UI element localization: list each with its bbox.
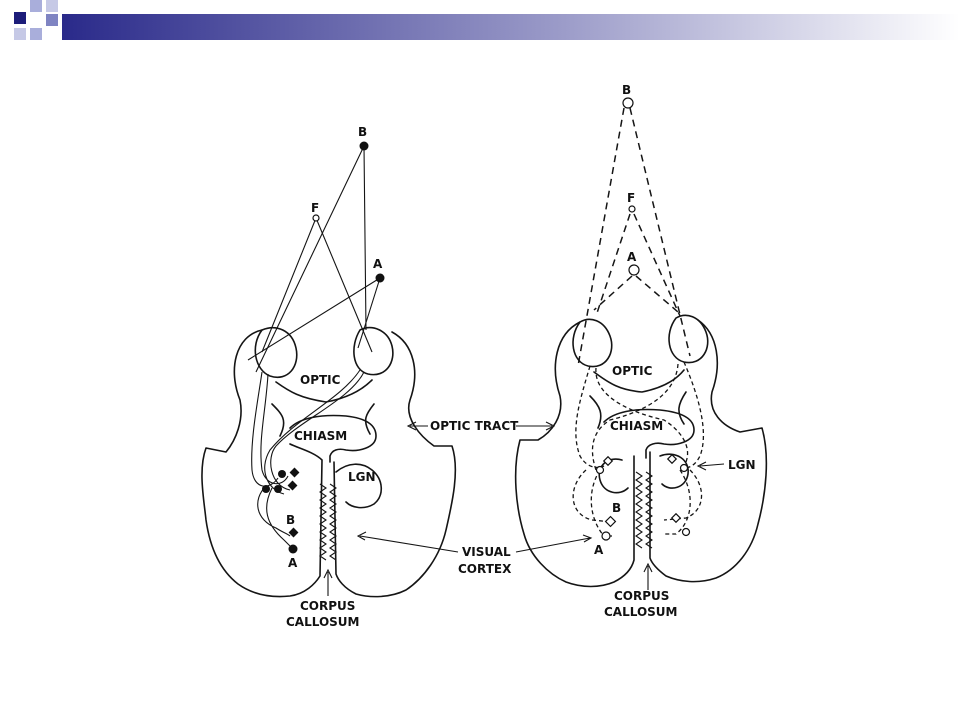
right-point-b-marker — [622, 97, 634, 109]
right-lgn-arrow — [696, 461, 725, 471]
right-lgn-right-structure — [659, 453, 689, 489]
left-ray-f — [261, 217, 373, 353]
right-ray-a — [593, 275, 679, 313]
right-label-optic: OPTIC — [612, 364, 653, 378]
left-cortex-diamond-b — [288, 527, 299, 538]
right-eye-right — [668, 314, 709, 364]
visual-cortex-arrow-right — [515, 534, 593, 553]
left-corpus-callosum-zigzag — [319, 483, 337, 561]
right-point-f-marker — [628, 205, 636, 213]
left-point-f-marker — [312, 214, 320, 222]
right-label-callosum: CALLOSUM — [604, 605, 678, 619]
right-label-point-f: F — [627, 191, 635, 205]
right-label-cortex-a: A — [594, 543, 604, 557]
right-brain-outline-right-hemisphere — [649, 319, 768, 583]
right-label-lgn: LGN — [728, 458, 756, 472]
left-diagram: B F A OPTIC CHIASM LGN B A CORPUS CALLOS… — [201, 125, 457, 629]
right-optic-fibers — [572, 361, 705, 537]
right-chiasm-body — [589, 369, 687, 429]
left-label-cortex-b: B — [286, 513, 295, 527]
right-chiasm-lower — [603, 408, 695, 459]
left-ray-b — [255, 145, 367, 373]
right-label-cortex-b: B — [612, 501, 621, 515]
header-square-dark — [14, 12, 26, 24]
right-cortex-open-diamond-b — [604, 515, 617, 528]
right-corpus-callosum-arrow — [643, 562, 653, 590]
left-label-corpus: CORPUS — [300, 599, 355, 613]
left-optic-fibers — [251, 369, 365, 551]
header-square-light — [14, 28, 26, 40]
left-fiber-dot — [262, 485, 270, 493]
left-lgn-structure — [335, 463, 383, 509]
left-chiasm-lower — [289, 414, 377, 463]
left-fiber-diamond — [287, 480, 298, 491]
left-point-b-marker — [359, 141, 369, 151]
right-fiber-open-dot — [679, 463, 689, 473]
right-brain-outline-left-hemisphere — [514, 321, 635, 588]
left-label-point-a: A — [373, 257, 383, 271]
left-label-chiasm: CHIASM — [294, 429, 347, 443]
right-diagram: B F A OPTIC CHIASM LGN B A CORPUS CALLOS… — [514, 83, 768, 619]
right-point-a-marker — [628, 264, 640, 276]
right-cortex-open-dot-a — [601, 531, 611, 541]
right-fiber-open-diamond — [602, 455, 614, 467]
left-eye-right — [353, 326, 394, 376]
right-lgn-left-structure — [598, 458, 629, 494]
left-label-optic: OPTIC — [300, 373, 341, 387]
left-cortex-dot-a — [288, 544, 298, 554]
right-cortex-open-diamond — [670, 512, 682, 524]
right-ray-b — [577, 107, 691, 367]
left-fiber-dot — [278, 470, 286, 478]
left-label-point-f: F — [311, 201, 319, 215]
left-label-lgn: LGN — [348, 470, 376, 484]
left-brain-outline-right-hemisphere — [333, 331, 457, 598]
left-corpus-callosum-arrow — [323, 568, 333, 596]
label-visual: VISUAL — [462, 545, 511, 559]
slide-header-decoration — [14, 0, 960, 40]
optic-tract-arrow-left — [406, 421, 428, 431]
label-cortex: CORTEX — [458, 562, 512, 576]
left-label-cortex-a: A — [288, 556, 298, 570]
header-square-light — [30, 0, 42, 12]
right-ray-f — [595, 213, 681, 317]
right-eye-left — [572, 318, 613, 368]
header-square-light — [46, 0, 58, 12]
left-point-a-marker — [375, 273, 385, 283]
right-fiber-open-diamond — [666, 453, 678, 465]
header-square-light — [30, 28, 42, 40]
right-corpus-callosum-zigzag — [635, 471, 653, 549]
right-label-chiasm: CHIASM — [610, 419, 663, 433]
left-fiber-diamond — [289, 467, 300, 478]
left-fiber-dot — [274, 485, 282, 493]
left-ray-a — [247, 277, 381, 361]
left-chiasm-body — [271, 379, 375, 437]
left-eye-left — [254, 326, 298, 379]
shared-labels: OPTIC TRACT VISUAL CORTEX — [356, 419, 593, 576]
right-label-point-a: A — [627, 250, 637, 264]
right-label-corpus: CORPUS — [614, 589, 669, 603]
right-cortex-open-dot — [681, 527, 691, 537]
visual-cortex-arrow-left — [356, 531, 459, 553]
right-label-point-b: B — [622, 83, 631, 97]
header-gradient-band — [62, 14, 960, 40]
left-brain-outline-left-hemisphere — [201, 329, 323, 598]
left-label-callosum: CALLOSUM — [286, 615, 360, 629]
optic-tract-arrow-right — [516, 421, 556, 431]
left-label-point-b: B — [358, 125, 367, 139]
right-fiber-open-dot — [595, 465, 605, 475]
header-square-dark — [46, 14, 58, 26]
label-optic-tract: OPTIC TRACT — [430, 419, 519, 433]
